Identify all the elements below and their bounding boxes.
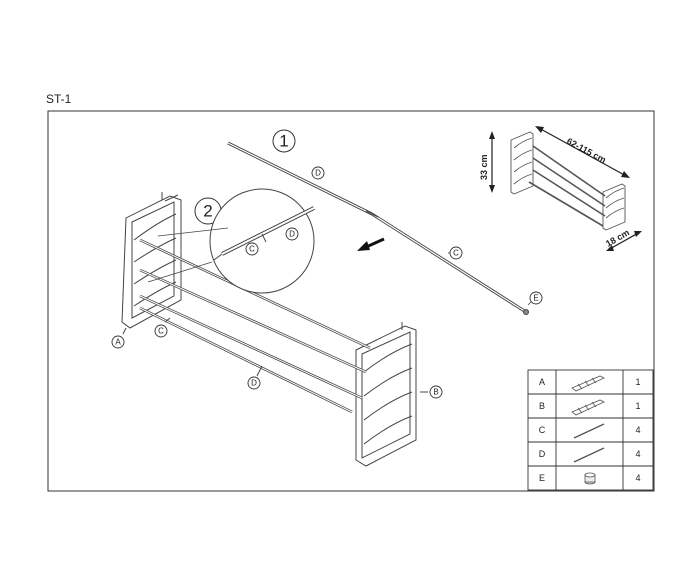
table-qty-d: 4 — [635, 449, 640, 459]
side-frame-icon-a — [571, 375, 605, 392]
table-qty-c: 4 — [635, 425, 640, 435]
end-cap-icon-e — [584, 472, 596, 485]
rack-illustration — [121, 192, 428, 467]
callout-c-rack — [154, 324, 168, 338]
callout-b — [429, 385, 443, 399]
direction-arrow-icon — [357, 237, 385, 251]
table-part-d: D — [539, 449, 546, 459]
callout-a — [111, 335, 125, 349]
table-qty-a: 1 — [635, 377, 640, 387]
callout-e-label: E — [533, 294, 538, 303]
callout-d-step1 — [311, 166, 325, 180]
dimension-width: 62-115 cm — [565, 136, 608, 165]
step-1-number: 1 — [279, 132, 288, 151]
callout-b-label: B — [433, 388, 438, 397]
table-part-c: C — [539, 425, 546, 435]
callout-c-step1-label: C — [453, 249, 459, 258]
table-part-b: B — [539, 401, 545, 411]
callout-c-zoom-label: C — [249, 245, 255, 254]
rod-icon-d — [573, 447, 605, 463]
dimension-arrows — [489, 126, 642, 251]
rod-icon-c — [573, 423, 605, 439]
callout-d-rack — [247, 376, 261, 390]
callout-a-label: A — [115, 338, 121, 347]
dimension-height: 33 cm — [479, 154, 489, 180]
callout-d-rack-label: D — [251, 379, 257, 388]
table-qty-e: 4 — [635, 473, 640, 483]
callout-e — [529, 291, 543, 305]
model-title: ST-1 — [46, 92, 72, 106]
step-1-badge — [272, 129, 296, 153]
side-frame-icon-b — [571, 399, 605, 416]
callout-c-zoom — [245, 242, 259, 256]
callout-c-rack-label: C — [158, 327, 164, 336]
dimension-thumbnail — [510, 131, 626, 231]
step-2-number: 2 — [203, 202, 212, 221]
table-qty-b: 1 — [635, 401, 640, 411]
callout-d-zoom — [285, 227, 299, 241]
callout-d-step1-label: D — [315, 169, 321, 178]
callout-d-zoom-label: D — [289, 230, 295, 239]
diagram-border — [47, 110, 655, 492]
table-part-e: E — [539, 473, 545, 483]
dimension-depth: 18 cm — [604, 227, 631, 248]
zoom-detail — [209, 188, 315, 294]
table-part-a: A — [539, 377, 545, 387]
callout-c-step1 — [449, 246, 463, 260]
